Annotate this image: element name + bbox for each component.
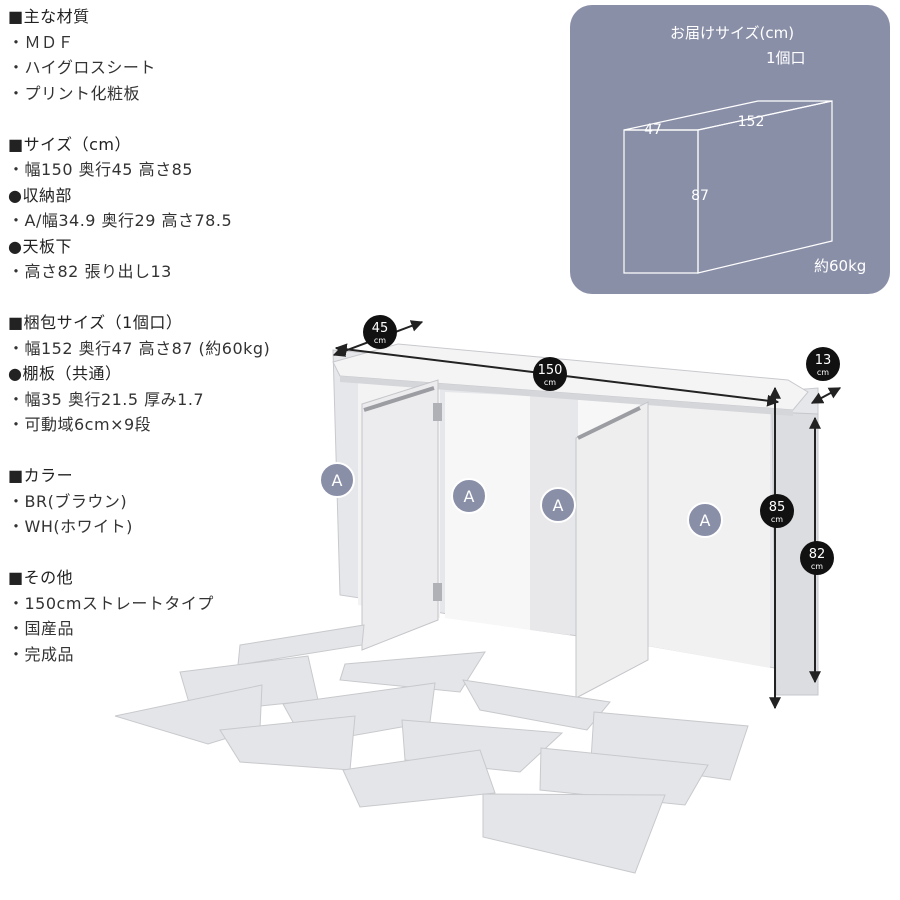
section-a-label: A [540, 487, 576, 523]
under-top-value: 82 [809, 547, 826, 562]
color-title: ■カラー [8, 466, 74, 485]
box-side-face [697, 100, 833, 274]
depth-badge: 45 cm [363, 315, 397, 349]
height-unit: cm [771, 515, 783, 524]
svg-text:A: A [553, 496, 564, 515]
hinge-icon [433, 403, 442, 421]
material-line: ・ＭＤＦ [8, 32, 75, 52]
package-weight: 約60kg [814, 257, 867, 275]
svg-text:A: A [332, 471, 343, 490]
shelf-board [339, 651, 486, 693]
package-size-panel: お届けサイズ(cm) 1個口 47 152 87 約60kg [570, 5, 890, 294]
box-depth-label: 47 [644, 122, 662, 138]
other-line: ・完成品 [8, 644, 75, 664]
width-unit: cm [544, 378, 556, 387]
color-line: ・BR(ブラウン) [8, 491, 128, 511]
shelf-board [482, 793, 666, 874]
package-count: 1個口 [766, 49, 806, 67]
svg-text:A: A [700, 511, 711, 530]
shelf-title: ●棚板（共通） [8, 364, 122, 383]
section-a-label: A [687, 502, 723, 538]
package-section: ■梱包サイズ（1個口） ・幅152 奥行47 高さ87 (約60kg) ●棚板（… [8, 310, 338, 438]
material-section: ■主な材質 ・ＭＤＦ ・ハイグロスシート ・プリント化粧板 [8, 4, 338, 106]
shelf-board [539, 747, 709, 806]
other-section: ■その他 ・150cmストレートタイプ ・国産品 ・完成品 [8, 565, 338, 667]
material-title: ■主な材質 [8, 7, 90, 26]
material-line: ・ハイグロスシート [8, 58, 156, 77]
shelf-line: ・幅35 奥行21.5 厚み1.7 [8, 389, 205, 409]
box-front-face [623, 129, 699, 274]
other-title: ■その他 [8, 568, 74, 587]
hinge-icon [433, 583, 442, 601]
package-title: ■梱包サイズ（1個口） [8, 313, 183, 332]
shelf-line: ・可動域6cm×9段 [8, 415, 152, 434]
section-a-label: A [319, 462, 355, 498]
size-section: ■サイズ（cm） ・幅150 奥行45 高さ85 ●収納部 ・A/幅34.9 奥… [8, 132, 338, 285]
overhang-unit: cm [817, 368, 829, 377]
spec-list: ■主な材質 ・ＭＤＦ ・ハイグロスシート ・プリント化粧板 ■サイズ（cm） ・… [8, 4, 338, 667]
other-line: ・150cmストレートタイプ [8, 593, 214, 613]
overhang-dimension-line [810, 387, 842, 404]
width-badge: 150 cm [533, 357, 567, 391]
height-badge: 85 cm [760, 494, 794, 528]
depth-unit: cm [374, 336, 386, 345]
top-title: ●天板下 [8, 236, 72, 256]
package-size-title: お届けサイズ(cm) [670, 24, 795, 42]
package-line: ・幅152 奥行47 高さ87 (約60kg) [8, 338, 271, 358]
shelf-board [342, 749, 496, 808]
other-line: ・国産品 [8, 619, 75, 638]
box-width-label: 152 [738, 114, 765, 130]
size-line: ・幅150 奥行45 高さ85 [8, 160, 193, 179]
package-box-diagram: 47 152 87 [623, 100, 833, 274]
storage-line: ・A/幅34.9 奥行29 高さ78.5 [8, 211, 233, 230]
color-line: ・WH(ホワイト) [8, 517, 133, 536]
box-height-label: 87 [691, 188, 709, 204]
color-section: ■カラー ・BR(ブラウン) ・WH(ホワイト) [8, 463, 338, 540]
top-line: ・高さ82 張り出し13 [8, 262, 172, 281]
size-title: ■サイズ（cm） [8, 134, 132, 154]
product-photo: 45 cm 150 cm 13 cm 85 cm 82 cm A A A A [114, 315, 842, 874]
under-top-badge: 82 cm [800, 541, 834, 575]
storage-title: ●収納部 [8, 185, 72, 205]
shelf-board [237, 624, 365, 666]
depth-value: 45 [372, 321, 389, 336]
loose-shelves [114, 624, 749, 874]
shelf-board [462, 679, 611, 731]
under-top-unit: cm [811, 562, 823, 571]
section-a-label: A [451, 478, 487, 514]
svg-text:A: A [464, 487, 475, 506]
overhang-badge: 13 cm [806, 347, 840, 381]
overhang-value: 13 [815, 353, 832, 368]
material-line: ・プリント化粧板 [8, 83, 141, 103]
width-value: 150 [538, 363, 563, 378]
height-value: 85 [769, 500, 786, 515]
